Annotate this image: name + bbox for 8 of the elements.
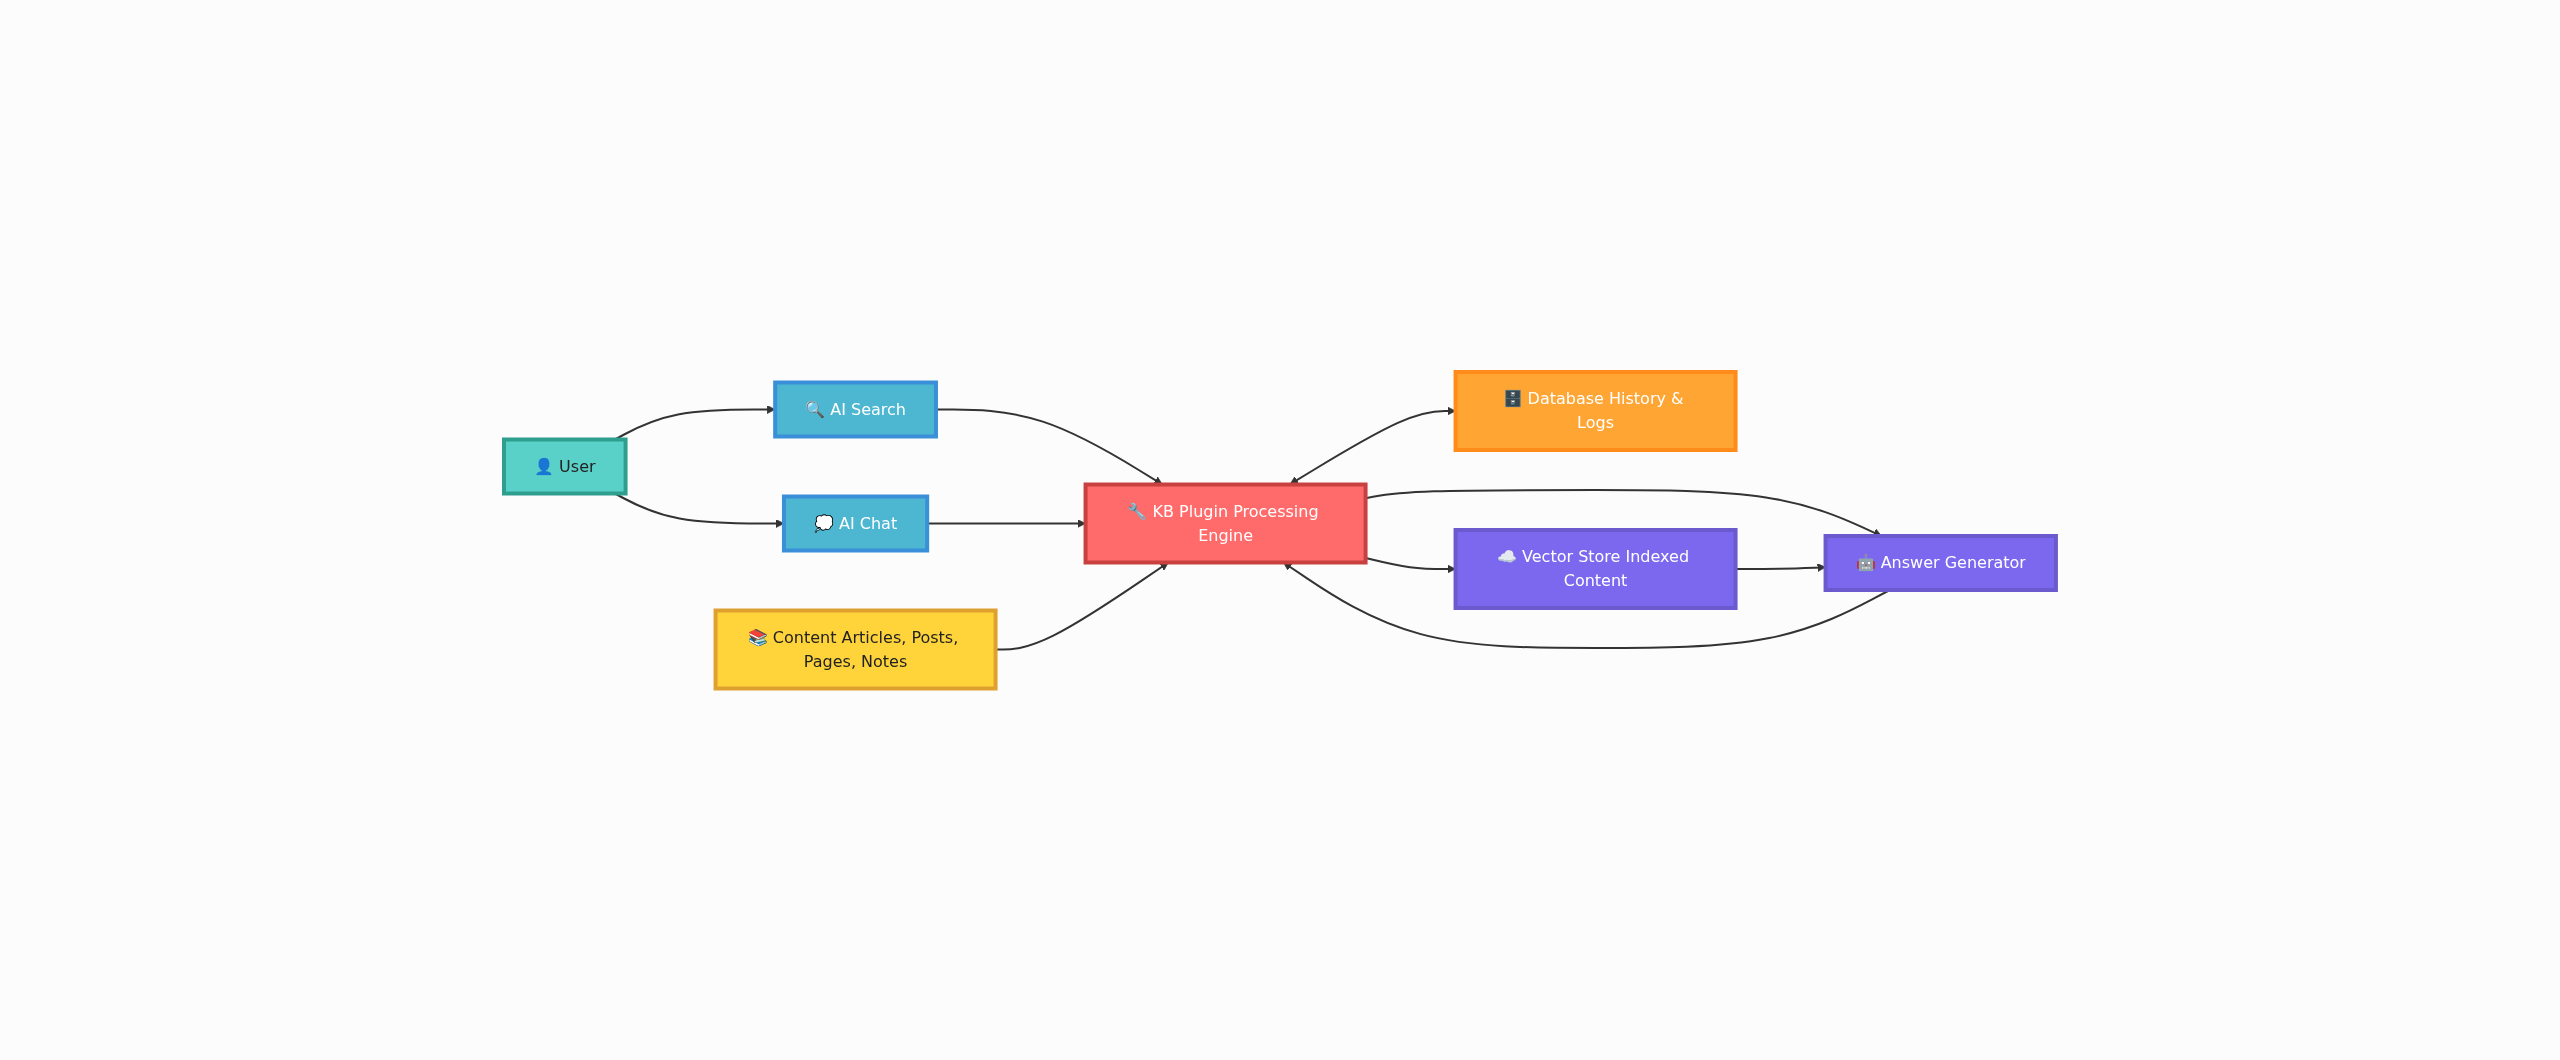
node-box: 💭 AI Chat	[782, 494, 930, 553]
node-box: 🤖 Answer Generator	[1823, 533, 2058, 592]
node-box: 📚 Content Articles, Posts, Pages, Notes	[713, 608, 998, 691]
node-box: 🔍 AI Search	[773, 380, 938, 439]
node-box: ☁ Vector Store Indexed Content	[1453, 527, 1738, 610]
node-box: 🗄 Database History & Logs	[1453, 369, 1738, 452]
node-box: 👤 User	[502, 437, 628, 496]
node-box: 🔧 KB Plugin Processing Engine	[1083, 482, 1368, 565]
